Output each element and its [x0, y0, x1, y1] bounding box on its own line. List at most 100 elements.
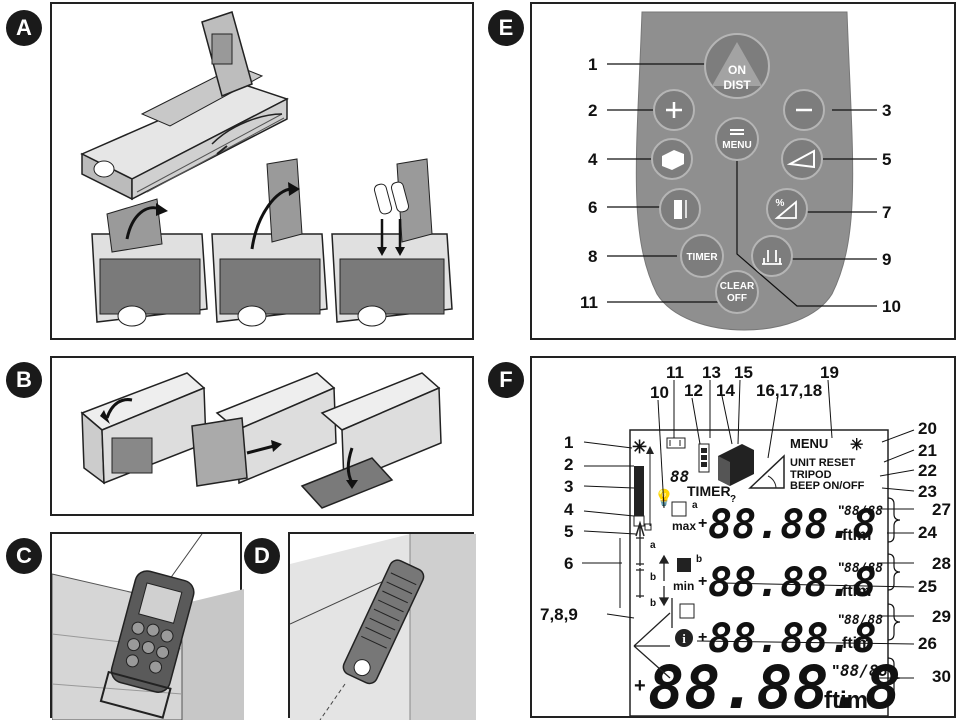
max-text: max	[672, 519, 696, 533]
device-b-1	[80, 372, 207, 485]
callout-8: 8	[588, 247, 597, 266]
panel-b-badge: B	[6, 362, 42, 398]
svg-text:+: +	[634, 675, 646, 697]
lcd-callout-21: 21	[918, 441, 937, 460]
lcd-callout-29: 29	[932, 607, 951, 626]
lcd-callout-20: 20	[918, 419, 937, 438]
line2-sub-b: b	[696, 554, 702, 565]
lcd-callout-28: 28	[932, 554, 951, 573]
line1-fraction: 88/88	[844, 504, 883, 519]
lcd-callout-5: 5	[564, 522, 573, 541]
display-line-main: + 88.88.8 " 88/88 ftim	[634, 653, 901, 720]
plus-button[interactable]	[653, 89, 695, 131]
device-b-3	[300, 372, 442, 509]
device-d	[342, 559, 425, 685]
min-text: min	[673, 579, 694, 593]
lcd-display-diagram: ✳ 💡 88	[540, 363, 951, 720]
lcd-callout-30: 30	[932, 667, 951, 686]
panel-a	[50, 2, 474, 340]
timer-button[interactable]: TIMER	[680, 234, 724, 278]
side-b-label-2: b	[650, 598, 656, 609]
display-line-1: a max + 88.88.8 " 88/88 ftim	[671, 500, 883, 548]
on-label: ON	[728, 63, 746, 77]
callout-1: 1	[588, 55, 597, 74]
lcd-callout-4: 4	[564, 500, 574, 519]
main-inch: "	[832, 663, 840, 680]
angle-button[interactable]	[781, 138, 823, 180]
panel-a-badge: A	[6, 10, 42, 46]
device-in-corner-illustration	[290, 534, 476, 720]
line2-units: ftim	[842, 583, 871, 600]
lcd-callout-23: 23	[918, 482, 937, 501]
info-icon: i	[682, 631, 686, 646]
battery-icon	[698, 443, 710, 473]
tripod-icon	[635, 520, 652, 537]
slope-button[interactable]: %	[766, 188, 808, 230]
lcd-callout-2: 2	[564, 455, 573, 474]
callout-6: 6	[588, 198, 597, 217]
line1-digits: 88.88.8	[708, 502, 877, 548]
panel-d	[288, 532, 476, 720]
main-fraction: 88/88	[840, 661, 888, 680]
main-units: ftim	[824, 687, 868, 714]
device-b-2	[191, 372, 337, 487]
callout-2: 2	[588, 101, 597, 120]
on-dist-button[interactable]: ON DIST	[704, 33, 770, 99]
callout-5: 5	[882, 150, 891, 169]
panel-b	[50, 356, 474, 516]
lcd-callout-26: 26	[918, 634, 937, 653]
line1-units: ftim	[842, 527, 871, 544]
callout-10: 10	[882, 297, 901, 316]
continuous-button[interactable]	[659, 188, 701, 230]
panel-f-badge: F	[488, 362, 524, 398]
battery-cover-illustration	[80, 372, 442, 509]
small-digits: 88	[670, 467, 689, 486]
line1-inch: "	[838, 502, 845, 518]
callout-3: 3	[882, 101, 891, 120]
menu-label: MENU	[722, 140, 751, 151]
tripod-text: TRIPOD	[790, 469, 832, 481]
clear-off-button[interactable]: CLEAR OFF	[715, 270, 759, 314]
svg-text:?: ?	[730, 494, 736, 505]
svg-text:+: +	[698, 629, 707, 646]
minus-button[interactable]	[783, 89, 825, 131]
lcd-callout-19: 19	[820, 363, 839, 382]
line3-digits: 88.88.8	[708, 616, 877, 662]
lcd-callout-13: 13	[702, 363, 721, 382]
line2-fraction: 88/88	[844, 561, 883, 576]
unit-reset-text: UNIT RESET	[790, 457, 856, 469]
side-a-label: a	[650, 540, 656, 551]
panel-e: ON DIST MENU %	[530, 2, 956, 340]
lcd-callout-25: 25	[918, 577, 937, 596]
timer-text: TIMER	[687, 483, 731, 499]
panel-e-badge: E	[488, 10, 524, 46]
callout-9: 9	[882, 250, 891, 269]
callout-11: 11	[580, 293, 598, 312]
lcd-callout-10: 10	[650, 383, 669, 402]
area-button[interactable]	[651, 138, 693, 180]
panel-f: ✳ 💡 88	[530, 356, 956, 720]
device-on-edge-illustration	[52, 534, 244, 720]
reference-button[interactable]	[751, 235, 793, 277]
lcd-callout-15: 15	[734, 363, 753, 382]
battery-installation-illustration	[80, 11, 453, 327]
menu-text: MENU	[790, 436, 828, 451]
device-step-2	[211, 158, 328, 327]
menu-button[interactable]: MENU	[715, 117, 759, 161]
lcd-callout-7-8-9: 7,8,9	[540, 605, 578, 624]
lcd-callout-12: 12	[684, 381, 703, 400]
lcd-callout-24: 24	[918, 523, 937, 542]
line2-inch: "	[838, 559, 845, 575]
percent-symbol: %	[776, 198, 785, 209]
side-b-label: b	[650, 572, 656, 583]
line1-sub-a: a	[692, 500, 698, 511]
panel-c	[50, 532, 244, 720]
lcd-frame	[629, 429, 889, 717]
menu-asterisk: ✳	[850, 437, 863, 454]
lcd-callout-11: 11	[666, 363, 684, 382]
panel-d-badge: D	[244, 538, 280, 574]
reference-icon	[666, 437, 686, 449]
line3-inch: "	[838, 611, 845, 627]
display-line-2: b min + 88.88.8 " 88/88 ftim	[673, 554, 883, 606]
lcd-callout-3: 3	[564, 477, 573, 496]
